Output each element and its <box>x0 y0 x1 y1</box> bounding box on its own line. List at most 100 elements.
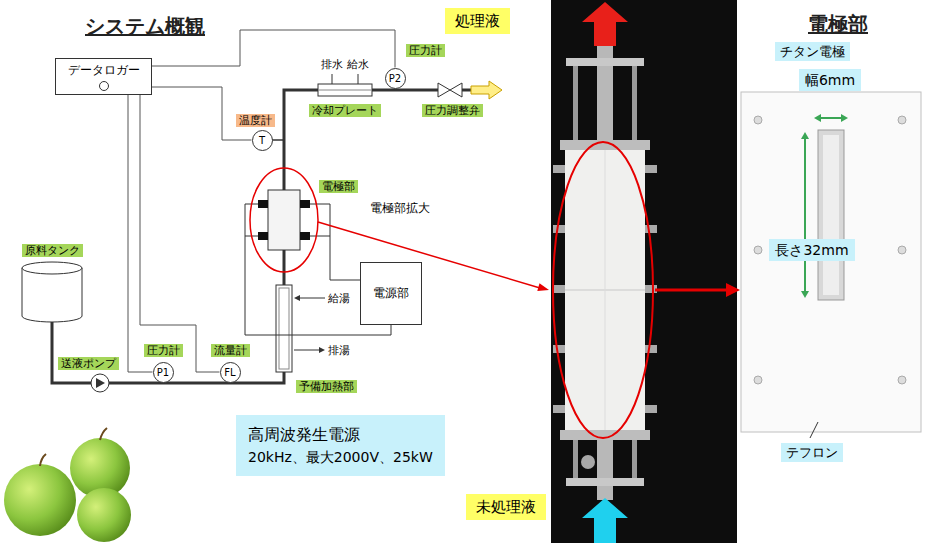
port-dot <box>99 81 109 91</box>
preheater <box>294 295 300 301</box>
electrode-closeup <box>754 376 762 384</box>
power-supply-box: 電源部 <box>360 262 422 325</box>
signal-line <box>140 95 220 372</box>
node-text: 未処理液 <box>476 497 536 517</box>
electrode-closeup <box>818 130 844 300</box>
electrode-photo <box>553 345 565 353</box>
cooling-plate <box>358 74 359 84</box>
cooling-plate <box>318 74 372 96</box>
gauge-circle: FL <box>220 362 241 383</box>
feed-pump <box>91 374 109 392</box>
node-text: 温度計 <box>239 114 272 127</box>
zoom-arrow <box>726 283 740 297</box>
gauge-circle: P2 <box>385 68 406 89</box>
diagram-title: システム概観 <box>85 14 205 38</box>
apple-photo <box>4 428 131 542</box>
part-label: 冷却プレート <box>309 104 381 117</box>
dimension-arrow <box>841 114 848 122</box>
pressure-valve <box>471 81 502 99</box>
electrode-photo <box>553 142 653 438</box>
electrode-closeup <box>741 92 921 432</box>
preheater <box>279 288 289 369</box>
node-text: 電源部 <box>369 286 413 301</box>
node-subtext: 20kHz、最大2000V、25kW <box>248 447 433 468</box>
node-text: 圧力計 <box>409 44 442 57</box>
gauge-circle: T <box>252 130 273 151</box>
electrode-cell <box>258 200 268 208</box>
electrode-photo <box>597 440 613 500</box>
electrode-photo <box>551 0 737 543</box>
electrode-cell <box>300 232 310 240</box>
part-callout: テフロン <box>781 443 843 462</box>
dimension-arrow <box>801 291 809 298</box>
cooling-plate <box>318 84 372 96</box>
spec-box: 高周波発生電源20kHz、最大2000V、25kW <box>236 415 445 476</box>
part-label: 温度計 <box>236 114 275 127</box>
preheater <box>294 350 320 351</box>
dimension-arrow <box>801 114 848 298</box>
dimension-arrow <box>820 117 842 119</box>
part-label: 圧力計 <box>406 44 445 57</box>
port-label: 給水 <box>347 58 369 71</box>
flow-label: 処理液 <box>445 8 510 34</box>
part-label: 圧力計 <box>144 344 183 357</box>
power-wire <box>310 236 330 237</box>
node-text: 幅6mm <box>805 71 855 89</box>
part-label: 流量計 <box>211 344 250 357</box>
electrode-photo <box>581 455 595 469</box>
node-text: 圧力調整弁 <box>425 104 480 117</box>
cooling-plate <box>318 90 372 91</box>
electrode-photo <box>565 150 645 430</box>
pressure-valve <box>450 83 462 97</box>
pipe-line <box>52 90 438 383</box>
electrode-cell <box>268 190 300 250</box>
section-heading: 電極部 <box>808 12 868 36</box>
node-text: P2 <box>386 69 405 88</box>
node-text: 圧力計 <box>147 344 180 357</box>
node-text: データロガー <box>64 63 143 78</box>
node-text: 流量計 <box>214 344 247 357</box>
zoom-note: 電極部拡大 <box>370 201 430 215</box>
electrode-photo <box>582 498 628 543</box>
electrode-cell <box>300 200 310 208</box>
part-label: 圧力調整弁 <box>422 104 483 117</box>
node-text: 高周波発生電源 <box>248 423 433 447</box>
node-text: チタン電極 <box>780 43 845 60</box>
preheater <box>299 298 325 299</box>
leader-line <box>810 422 818 438</box>
part-label: 原料タンク <box>22 244 83 257</box>
electrode-photo <box>605 150 606 430</box>
dimension-arrow <box>814 114 821 122</box>
preheater <box>319 347 325 353</box>
electrode-photo <box>553 165 565 173</box>
zoom-arrow <box>655 289 728 292</box>
zoom-marker <box>250 168 318 272</box>
pressure-valve <box>438 83 450 97</box>
apple-photo <box>40 454 46 466</box>
electrode-photo <box>553 225 565 233</box>
electrode-photo <box>597 40 613 150</box>
electrode-photo <box>553 285 565 293</box>
apple-photo <box>77 488 131 542</box>
leader-line <box>810 422 818 438</box>
dimension-label: 長さ32mm <box>769 239 854 261</box>
electrode-photo <box>632 66 637 142</box>
apple-photo <box>100 428 107 440</box>
port-label: 排湯 <box>328 344 350 357</box>
dimension-arrow <box>804 138 806 292</box>
node-text: テフロン <box>786 444 838 461</box>
part-label: 電極部 <box>319 180 358 193</box>
node-text: T <box>253 131 272 150</box>
electrode-photo <box>566 58 644 66</box>
part-label: 送液ポンプ <box>58 357 119 370</box>
electrode-closeup <box>898 376 906 384</box>
electrode-cell <box>258 232 268 240</box>
gauge-circle: P1 <box>153 362 174 383</box>
electrode-photo <box>645 165 657 173</box>
node-text: 予備加熱部 <box>299 380 354 393</box>
electrode-closeup <box>898 246 906 254</box>
dimension-label: 幅6mm <box>799 69 861 91</box>
electrode-photo <box>573 66 578 142</box>
preheater <box>276 285 325 372</box>
electrode-closeup <box>754 246 762 254</box>
